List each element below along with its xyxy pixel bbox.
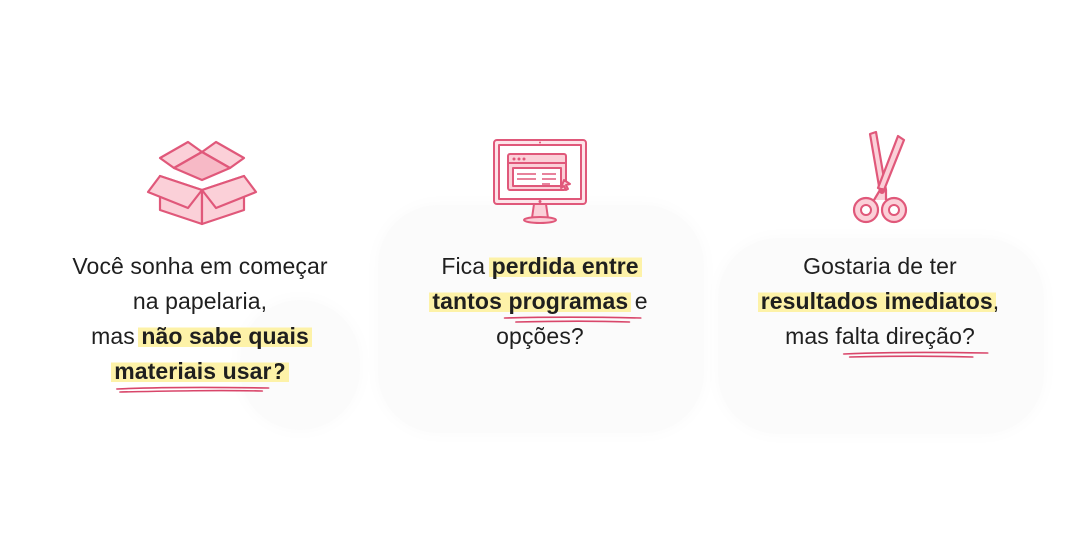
highlight-perdida-entre: perdida entre (488, 253, 642, 279)
card-materials-line-3-prefix: mas (91, 323, 142, 349)
card-results-line-1: Gostaria de ter (803, 253, 957, 279)
card-results: Gostaria de ter resultados imediatos, ma… (700, 0, 1060, 540)
card-results-text: Gostaria de ter resultados imediatos, ma… (700, 249, 1060, 358)
card-materials-line-3: mas não sabe quais (20, 319, 380, 354)
text-falta-direcao: falta direção (835, 323, 962, 349)
card-results-line-2-suffix: , (992, 288, 1000, 314)
card-materials-line-4: materiais usar? (20, 354, 380, 393)
card-programs-line-2-suffix: e (628, 288, 648, 314)
highlight-nao-sabe-quais: não sabe quais (138, 323, 312, 349)
card-results-line-3-suffix: ? (961, 323, 975, 349)
highlight-resultados-imediatos: resultados imediatos (757, 288, 996, 314)
computer-monitor-icon (493, 139, 587, 224)
card-programs-text: Fica perdida entre tantos programas e op… (360, 249, 720, 354)
scissors-icon (852, 130, 908, 224)
card-programs-line-3: opções? (496, 323, 584, 349)
card-materials-line-1: Você sonha em começar (72, 253, 328, 279)
background-shape-middle (378, 205, 704, 433)
card-programs-line-1: Fica perdida entre (360, 249, 720, 284)
highlight-materiais-usar: materiais usar (111, 358, 275, 384)
card-materials-text: Você sonha em começar na papelaria, mas … (20, 249, 380, 393)
card-results-line-2: resultados imediatos, (700, 284, 1060, 319)
background-shape-right (718, 238, 1044, 434)
underline-falta-direcao: falta direção (835, 319, 989, 358)
highlight-tantos: tantos (429, 288, 512, 314)
card-materials-line-2: na papelaria, (132, 288, 268, 314)
squiggle-underline (504, 316, 643, 323)
card-materials: Você sonha em começar na papelaria, mas … (20, 0, 380, 540)
card-programs-line-2: tantos programas e (360, 284, 720, 323)
card-programs-line-1-prefix: Fica (441, 253, 492, 279)
highlight-programas: programas (505, 288, 632, 314)
underline-materiais-usar: materiais usar (111, 354, 275, 393)
card-programs: Fica perdida entre tantos programas e op… (360, 0, 720, 540)
underline-programas: programas (504, 284, 643, 323)
squiggle-underline (843, 351, 989, 358)
card-results-line-3: mas falta direção? (700, 319, 1060, 358)
open-box-icon (146, 140, 258, 226)
squiggle-underline (116, 386, 270, 393)
card-results-line-3-prefix: mas (785, 323, 836, 349)
